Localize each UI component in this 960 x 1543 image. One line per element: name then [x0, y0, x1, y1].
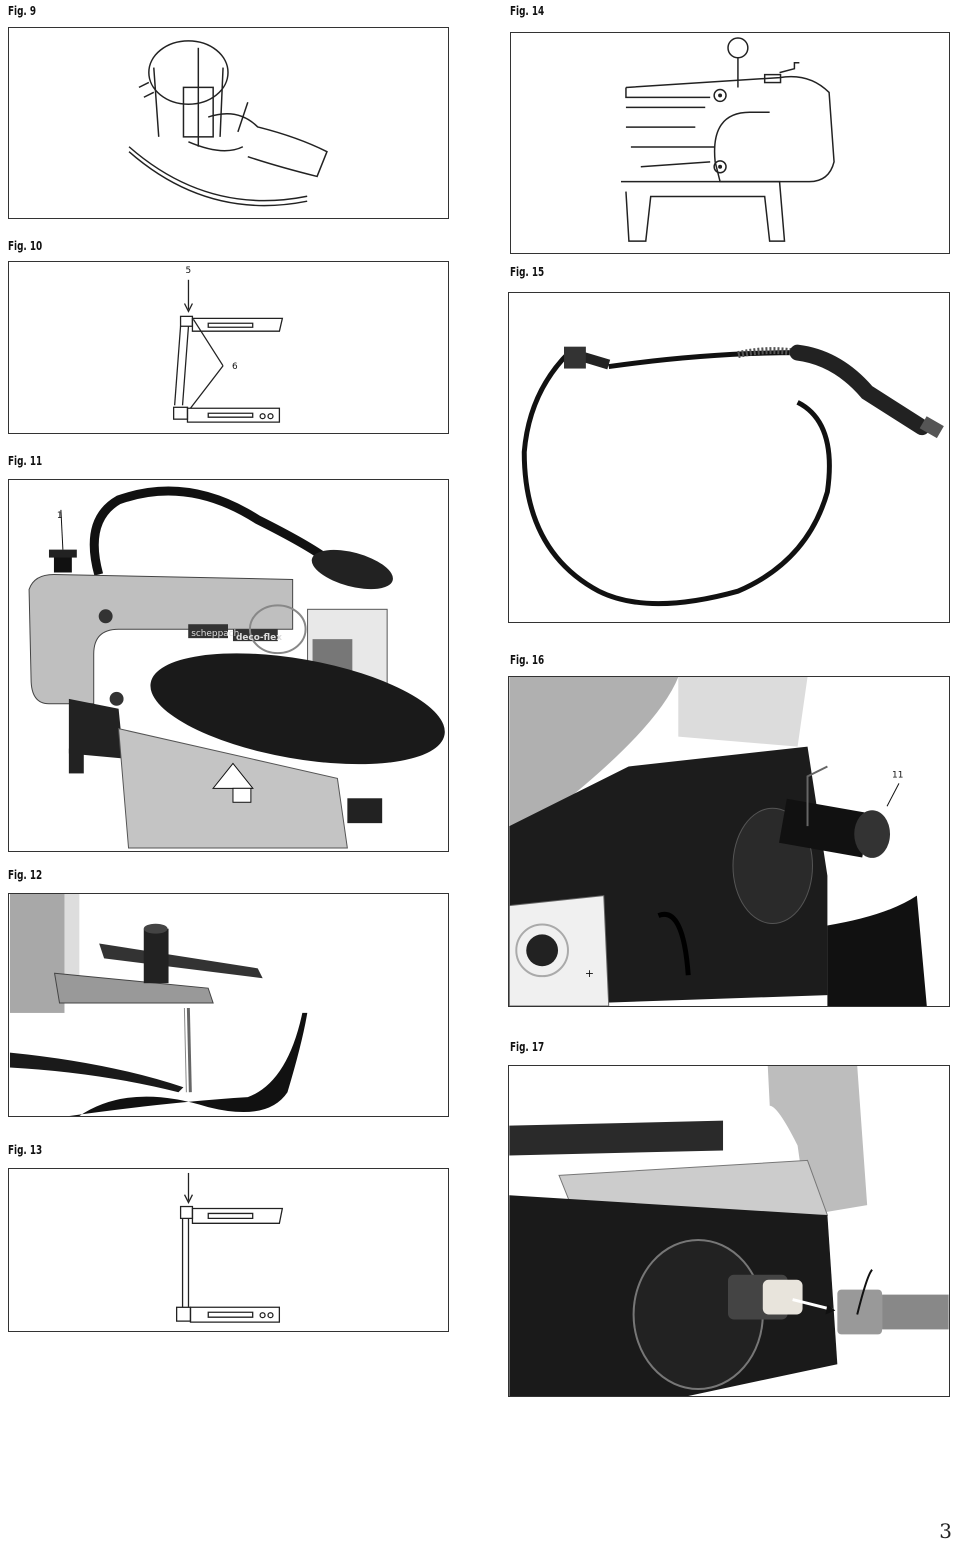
fig12-blade-clamp-photo: [9, 894, 448, 1116]
fig11-model-label: deco-flex: [236, 633, 282, 643]
fig14-drawing: [510, 32, 950, 254]
fig11-brand-label: scheppach: [191, 629, 239, 639]
fig12-caption: Fig. 12: [8, 868, 43, 882]
fig16-photo: 11 +: [508, 676, 950, 1007]
fig16-caption: Fig. 16: [510, 653, 545, 667]
fig13-caption: Fig. 13: [8, 1143, 43, 1157]
page-number: 3: [939, 1519, 952, 1543]
fig15-photo: [508, 292, 950, 623]
fig17-shaft-connection-photo: [509, 1066, 949, 1396]
fig11-callout-1: 1: [57, 511, 63, 521]
fig11-photo: scheppach deco-flex 1: [8, 479, 449, 852]
fig16-plus-sign: +: [585, 967, 594, 980]
fig10-drawing: 5 6: [8, 261, 449, 434]
fig14-caption: Fig. 14: [510, 4, 545, 18]
fig9-drawing: [8, 27, 449, 219]
fig9-hand-blade-sketch: [128, 40, 328, 207]
fig11-caption: Fig. 11: [8, 454, 43, 468]
fig17-photo: [508, 1065, 950, 1397]
fig10-callout-6: 6: [232, 362, 238, 372]
fig16-callout-11: 11: [892, 770, 903, 780]
fig14-saw-arm-sketch: [620, 37, 835, 242]
fig15-caption: Fig. 15: [510, 265, 545, 279]
fig13-blade-holder-sketch: [175, 1172, 284, 1323]
fig11-scroll-saw-photo: scheppach deco-flex 1: [9, 480, 448, 851]
fig9-caption: Fig. 9: [8, 4, 37, 18]
fig10-blade-holder-sketch: 5 6: [172, 266, 284, 423]
fig10-caption: Fig. 10: [8, 239, 43, 253]
fig13-drawing: [8, 1168, 449, 1332]
fig10-callout-5: 5: [186, 266, 192, 276]
fig17-caption: Fig. 17: [510, 1040, 545, 1054]
fig16-motor-housing-photo: 11 +: [509, 677, 949, 1006]
fig12-photo: [8, 893, 449, 1117]
fig15-flexible-shaft-photo: [509, 293, 949, 622]
